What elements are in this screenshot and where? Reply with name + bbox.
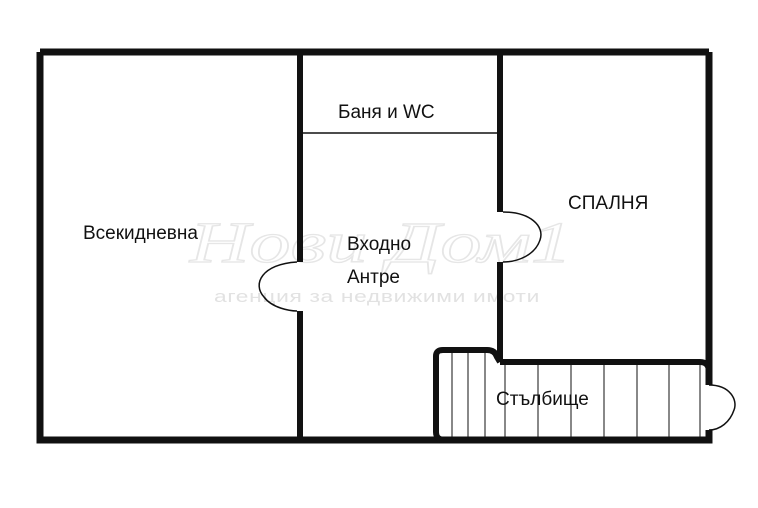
watermark: Нови Дом1 агенция за недвижими имоти xyxy=(188,209,573,306)
room-label-bathroom: Баня и WC xyxy=(338,102,435,123)
staircase-outline xyxy=(433,347,712,443)
room-label-staircase: Стълбище xyxy=(496,389,589,410)
room-label-entrance-line2: Антре xyxy=(347,267,400,288)
staircase xyxy=(433,347,736,443)
room-label-bedroom: СПАЛНЯ xyxy=(568,193,648,214)
stair-steps xyxy=(451,353,701,437)
watermark-logo: Нови Дом1 xyxy=(189,210,572,275)
room-labels: Всекидневна Баня и WC Входно Антре СПАЛН… xyxy=(83,102,648,410)
room-label-entrance-line1: Входно xyxy=(347,234,411,255)
door-living-entrance xyxy=(258,261,298,312)
door-entrance-bedroom xyxy=(502,211,542,263)
walls xyxy=(36,48,713,444)
stair-landing-curve xyxy=(708,384,736,431)
watermark-tagline: агенция за недвижими имоти xyxy=(214,287,540,306)
room-label-living-room: Всекидневна xyxy=(83,223,198,244)
